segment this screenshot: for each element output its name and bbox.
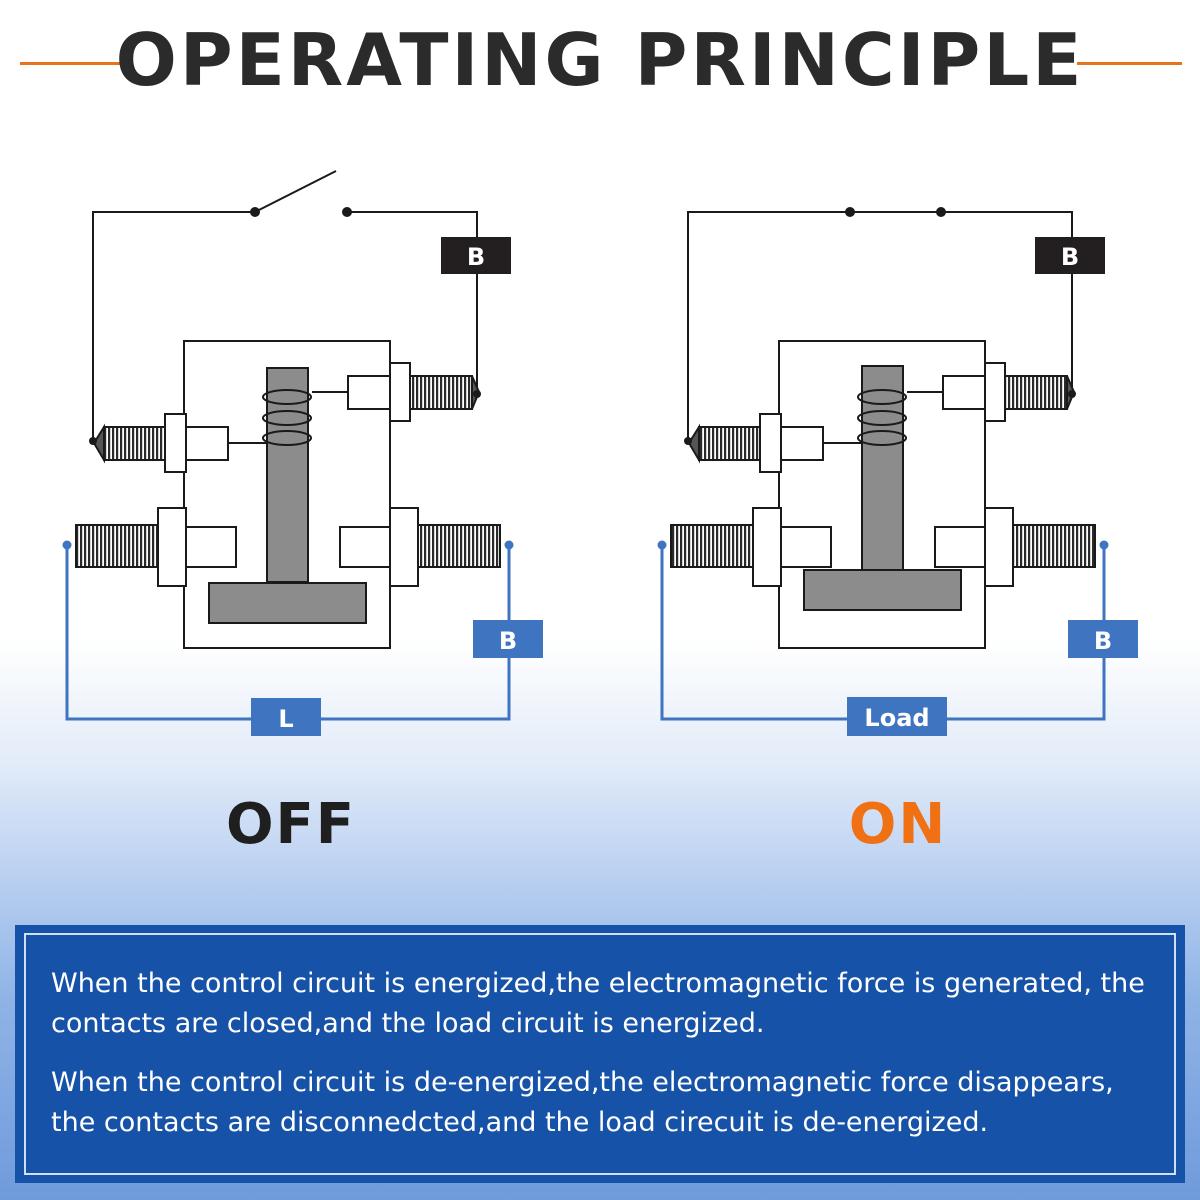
state-off-label: OFF	[225, 792, 357, 857]
load-terminal-box-off: B	[473, 620, 543, 658]
state-on-label: ON	[848, 792, 948, 857]
description-panel: When the control circuit is energized,th…	[15, 925, 1185, 1183]
load-terminal-label: B	[1094, 627, 1112, 655]
coil-stud-right	[1004, 375, 1068, 410]
load-label: Load	[864, 704, 929, 732]
switch-contact-closed	[936, 207, 946, 217]
coil	[262, 389, 312, 446]
coil-stud-right	[409, 375, 473, 410]
page-title: OPERATING PRINCIPLE	[115, 18, 1085, 102]
main-stud-right	[417, 524, 501, 568]
title-rule-left	[20, 62, 125, 65]
coil-stud-left	[698, 426, 761, 461]
description-paragraph-energized: When the control circuit is energized,th…	[51, 968, 1145, 1039]
control-terminal-box-off: B	[441, 237, 511, 274]
plunger	[861, 365, 904, 573]
open-switch-blade	[254, 170, 337, 213]
load-label-box-on: Load	[847, 697, 947, 736]
control-circuit-on	[687, 211, 1073, 441]
description-panel-border	[24, 933, 1176, 1175]
description-paragraph-deenergized: When the control circuit is de-energized…	[51, 1067, 1114, 1138]
main-stud-right	[1012, 524, 1096, 568]
contact-disc-closed	[803, 569, 962, 611]
header: OPERATING PRINCIPLE	[0, 0, 1200, 130]
load-terminal-box-on: B	[1068, 620, 1138, 658]
control-terminal-label: B	[467, 243, 485, 271]
load-label-box-off: L	[251, 698, 321, 736]
control-circuit-off	[92, 170, 478, 441]
control-terminal-label: B	[1061, 243, 1079, 271]
solenoid-off: B	[62, 170, 543, 736]
main-stud-left	[670, 524, 754, 568]
load-label: L	[278, 705, 293, 733]
coil	[857, 389, 907, 446]
title-rule-right	[1077, 62, 1182, 65]
contact-disc-open	[208, 582, 367, 624]
switch-contact	[342, 207, 352, 217]
load-terminal-label: B	[499, 627, 517, 655]
plunger	[266, 367, 309, 583]
switch-pivot	[250, 207, 260, 217]
coil-stud-left	[103, 426, 166, 461]
solenoid-on: B B	[657, 207, 1138, 736]
switch-pivot-closed	[845, 207, 855, 217]
main-stud-left	[75, 524, 159, 568]
control-terminal-box-on: B	[1035, 237, 1105, 274]
